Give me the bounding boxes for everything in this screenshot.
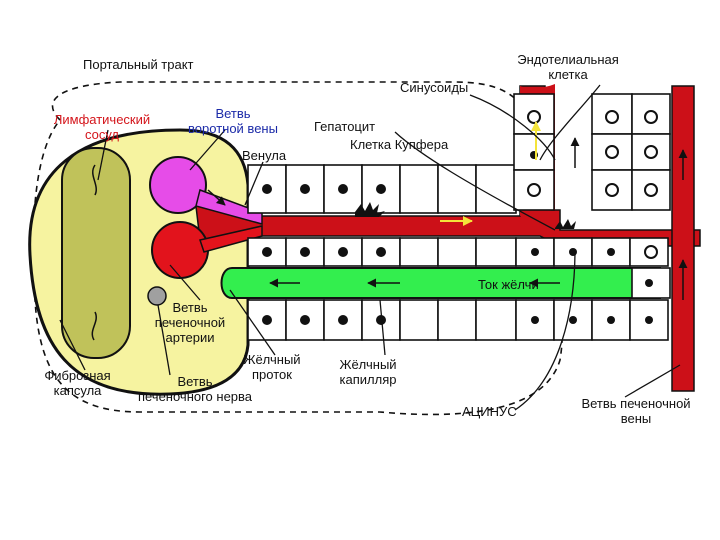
- label-sinusoids: Синусоиды: [400, 80, 469, 95]
- kupffer-cell-shape: [355, 202, 385, 217]
- lymphatic-vessel-shape: [61, 147, 131, 359]
- bile-duct-shape: [220, 267, 661, 299]
- label-acinus: АЦИНУС: [462, 404, 517, 419]
- label-endothelial-cell: Эндотелиальная клетка: [517, 52, 619, 82]
- label-bile-capillary: Жёлчный капилляр: [339, 357, 397, 387]
- label-hepatocyte: Гепатоцит: [314, 119, 376, 134]
- hepatic-artery-branch-shape: [151, 221, 209, 279]
- label-portal-vein-branch: Ветвь воротной вены: [188, 106, 278, 136]
- label-hepatic-nerve-branch: Ветвь печеночного нерва: [137, 374, 253, 404]
- hepatocyte-nuclei: [262, 184, 653, 325]
- portal-vein-branch-shape: [149, 156, 207, 214]
- label-lymphatic-vessel: Лимфатический сосуд: [53, 112, 151, 142]
- label-portal-tract: Портальный тракт: [83, 57, 194, 72]
- hepatic-vein-branch-shape: [671, 85, 695, 392]
- label-venule: Венула: [242, 148, 287, 163]
- leader-lines: [59, 84, 681, 411]
- label-hepatic-artery-branch: Ветвь печеночной артерии: [154, 300, 226, 345]
- label-fibrous-capsule: Фиброзная капсула: [44, 368, 111, 398]
- label-kupffer-cell: Клетка Купфера: [350, 137, 449, 152]
- label-bile-duct: Жёлчный проток: [243, 352, 301, 382]
- nerve-branch-shape: [147, 286, 167, 306]
- label-bile-flow: Ток жёлчи: [478, 277, 539, 292]
- label-hepatic-vein-branch: Ветвь печеночной вены: [581, 396, 691, 426]
